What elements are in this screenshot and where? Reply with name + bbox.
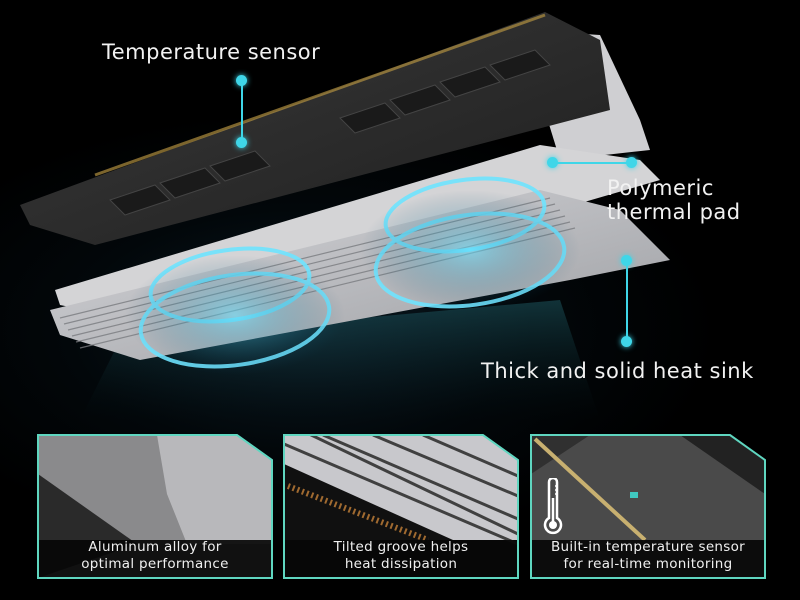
- card-frame: [530, 434, 766, 579]
- callout-dot: [236, 137, 247, 148]
- thermometer-icon: [543, 478, 563, 535]
- callout-dot: [236, 75, 247, 86]
- caption-line: optimal performance: [81, 556, 229, 572]
- card-frame: [37, 434, 273, 579]
- callout-thermal-pad-line1: Polymeric: [607, 176, 714, 200]
- callout-heat-sink: Thick and solid heat sink: [481, 359, 754, 383]
- caption-line: for real-time monitoring: [563, 556, 733, 572]
- callout-thermal-pad-line2: thermal pad: [607, 200, 741, 224]
- caption-line: Built-in temperature sensor: [550, 539, 746, 555]
- feature-card-temperature-sensor: Built-in temperature sensor for real-tim…: [530, 434, 766, 579]
- ram-module-exploded-illustration: [20, 12, 670, 420]
- caption-line: Tilted groove helps: [333, 539, 469, 555]
- callout-dot: [547, 157, 558, 168]
- callout-temperature-sensor: Temperature sensor: [102, 40, 321, 64]
- card-caption: Aluminum alloy for optimal performance: [37, 539, 273, 573]
- card-caption: Built-in temperature sensor for real-tim…: [530, 539, 766, 573]
- caption-line: heat dissipation: [344, 556, 458, 572]
- feature-card-tilted-groove: Tilted groove helps heat dissipation: [283, 434, 519, 579]
- feature-card-aluminum-alloy: Aluminum alloy for optimal performance: [37, 434, 273, 579]
- caption-line: Aluminum alloy for: [88, 539, 222, 555]
- callout-line-thermal-pad: [552, 162, 632, 164]
- callout-dot: [621, 336, 632, 347]
- card-caption: Tilted groove helps heat dissipation: [283, 539, 519, 573]
- callout-line-heat-sink: [626, 260, 628, 340]
- callout-dot: [621, 255, 632, 266]
- callout-line-temperature-sensor: [241, 80, 243, 143]
- card-frame: [283, 434, 519, 579]
- callout-dot: [626, 157, 637, 168]
